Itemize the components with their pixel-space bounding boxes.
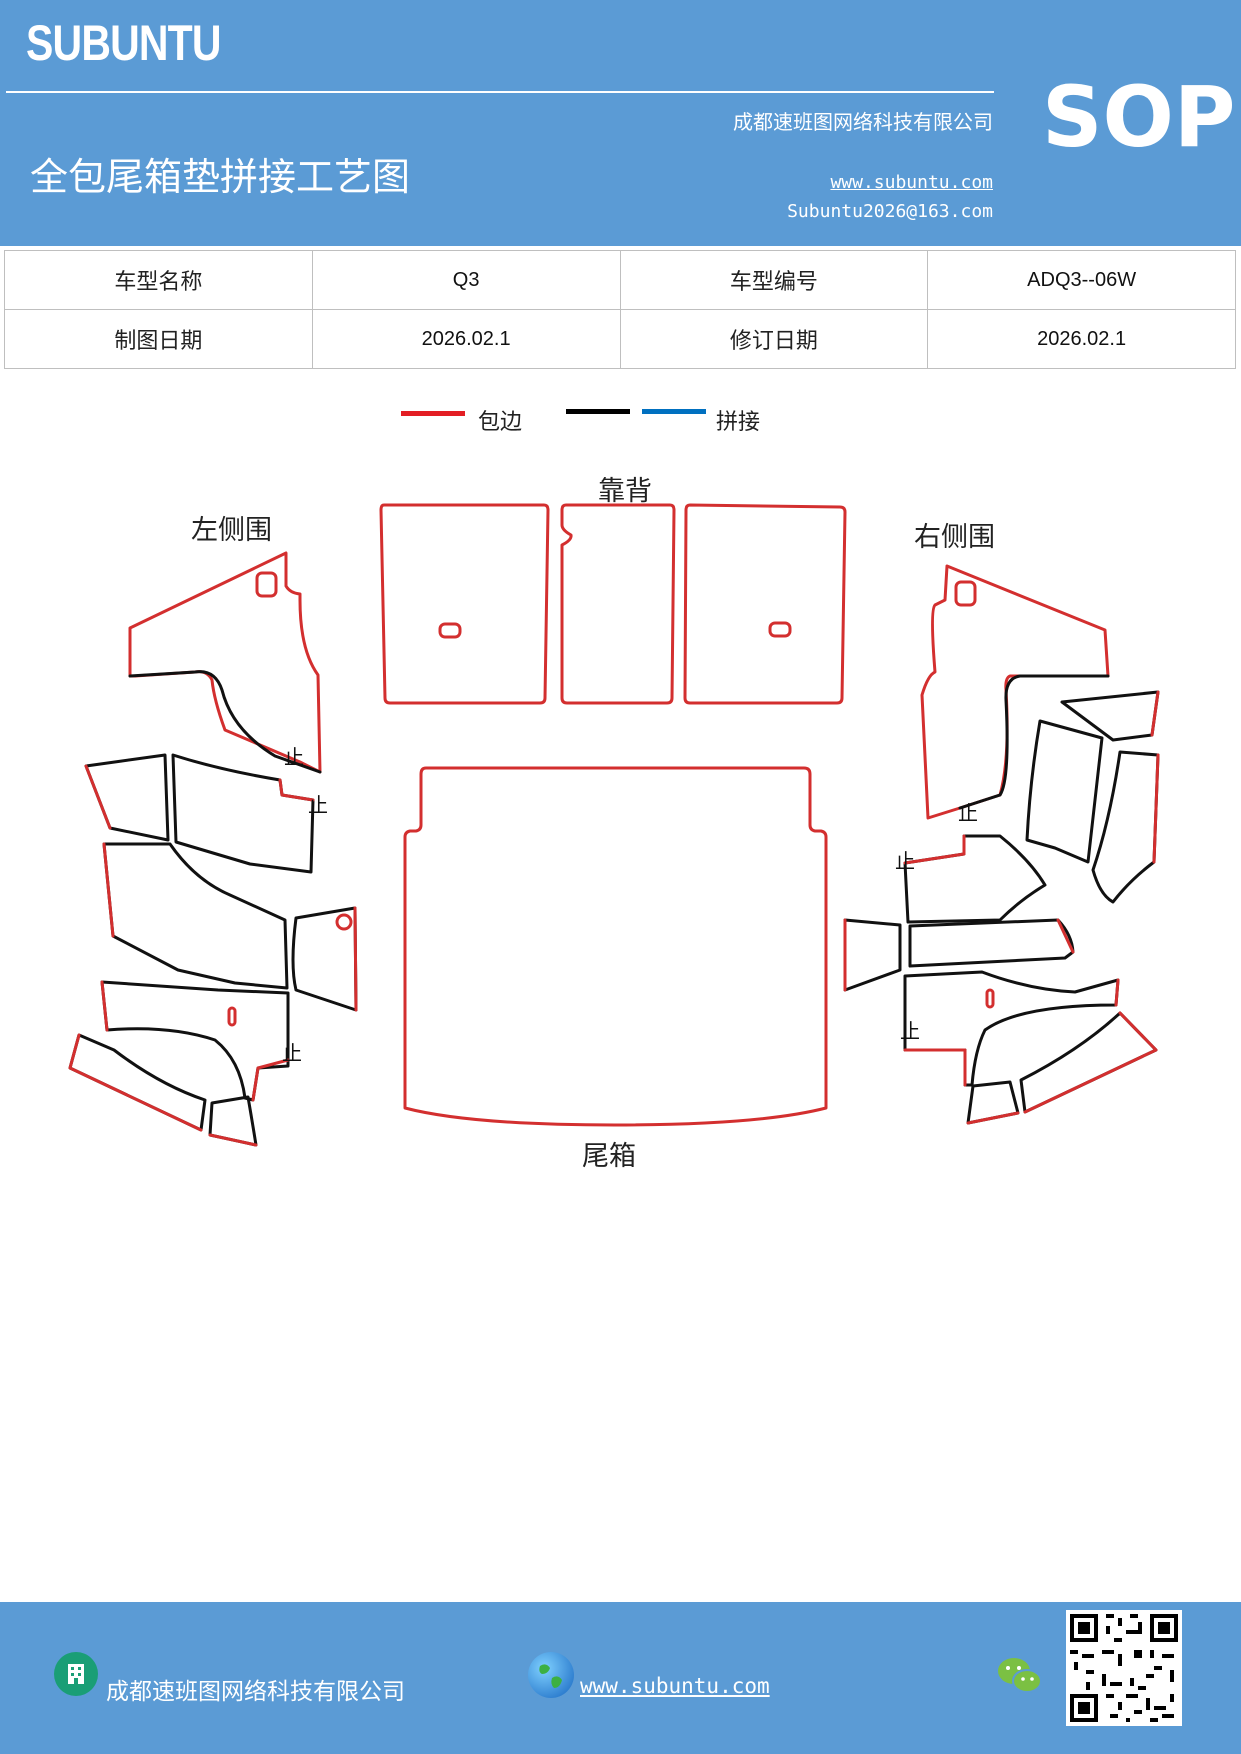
building-icon: [54, 1652, 98, 1696]
right-side-label: 右侧围: [914, 522, 995, 553]
right-side-bottom-long-edge: [1023, 1011, 1158, 1114]
right-side-piece-8: [903, 970, 1120, 1087]
left-side-bottom-long: [68, 1033, 207, 1132]
backrest-slot-left: [438, 622, 462, 639]
left-side-piece-4: [291, 906, 358, 1012]
left-side-piece-2a-edge: [84, 764, 112, 830]
legend-label-edge: 包边: [478, 410, 523, 435]
legend-swatch-seam: [642, 409, 706, 414]
header-email: Subuntu2026@163.com: [787, 201, 993, 222]
header-website-link[interactable]: www.subuntu.com: [830, 172, 993, 193]
backrest-label: 靠背: [598, 476, 652, 507]
stop-mark: 止: [958, 801, 978, 825]
wechat-icon[interactable]: [996, 1654, 1044, 1698]
left-side-piece-3-edge: [102, 842, 115, 938]
revision-date-value: 2026.02.1: [927, 309, 1236, 369]
backrest-slot-right: [768, 621, 792, 638]
stop-mark: 止: [900, 1019, 920, 1043]
table-row: 制图日期 2026.02.1 修订日期 2026.02.1: [4, 309, 1236, 369]
model-name-label: 车型名称: [4, 250, 313, 310]
right-side-piece-7: [908, 918, 1075, 968]
trunk-floor-panel: [403, 766, 828, 1127]
legend-swatch-black: [566, 409, 630, 414]
right-side-piece-5: [903, 834, 1047, 924]
right-side-panel-top-seam: [958, 674, 1110, 810]
right-side-piece-4-edge: [1152, 753, 1160, 864]
right-side-piece-4: [1091, 750, 1160, 904]
left-side-slot-vertical: [227, 1006, 237, 1027]
backrest-panel-right: [683, 503, 847, 705]
right-side-piece-3: [1025, 719, 1104, 864]
page-title: 全包尾箱垫拼接工艺图: [30, 155, 411, 199]
left-side-panel-top: [128, 551, 322, 774]
brand-logo: SUBUNTU: [26, 15, 222, 71]
qr-code: [1066, 1610, 1182, 1726]
table-row: 车型名称 Q3 车型编号 ADQ3--06W: [4, 250, 1236, 310]
right-side-bottom-small-edge: [966, 1111, 1020, 1125]
pattern-diagram: 止 止 止 止 止 止: [68, 503, 1160, 1147]
header-banner: SUBUNTU SOP 全包尾箱垫拼接工艺图 成都速班图网络科技有限公司 www…: [0, 0, 1241, 246]
right-side-hole: [954, 580, 977, 607]
legend-label-seam: 拼接: [716, 410, 761, 435]
left-side-round-hole: [335, 913, 353, 931]
right-side-piece-8-edge: [903, 978, 1120, 1087]
sop-label: SOP: [1042, 68, 1236, 166]
backrest-panel-left: [379, 503, 550, 705]
stop-mark: 止: [895, 849, 915, 873]
left-side-bottom-small-edge: [208, 1133, 258, 1147]
left-side-hole: [255, 571, 278, 598]
left-side-piece-4-edge: [353, 906, 358, 1012]
left-side-panel-top-seam: [128, 670, 322, 774]
revision-date-label: 修订日期: [619, 309, 929, 369]
trunk-label: 尾箱: [582, 1141, 636, 1172]
left-side-bottom-long-edge: [68, 1033, 203, 1132]
right-side-piece-6: [843, 918, 902, 992]
left-side-piece-2b: [171, 753, 315, 874]
header-company-name: 成都速班图网络科技有限公司: [733, 110, 993, 134]
right-side-slot-vertical: [985, 988, 995, 1009]
model-name-value: Q3: [311, 250, 621, 310]
info-table: 车型名称 Q3 车型编号 ADQ3--06W 制图日期 2026.02.1 修订…: [4, 250, 1236, 369]
draw-date-label: 制图日期: [4, 309, 313, 369]
left-side-piece-3: [102, 842, 289, 990]
draw-date-value: 2026.02.1: [311, 309, 621, 369]
left-side-label: 左侧围: [191, 515, 272, 546]
right-side-piece-7-edge: [1056, 918, 1075, 954]
footer-banner: 成都速班图网络科技有限公司 www.subuntu.com: [0, 1602, 1241, 1754]
left-side-piece-2b-edge: [278, 778, 315, 802]
left-side-piece-5: [100, 980, 290, 1102]
right-side-piece-2-edge: [1150, 690, 1160, 737]
right-side-piece-2: [1060, 690, 1160, 742]
stop-mark: 止: [308, 793, 328, 817]
stop-mark: 止: [284, 745, 304, 769]
footer-company-name: 成都速班图网络科技有限公司: [106, 1679, 405, 1705]
stop-mark: 止: [282, 1041, 302, 1065]
legend-swatch-edge: [401, 411, 465, 416]
globe-icon: [528, 1652, 574, 1698]
model-code-label: 车型编号: [619, 250, 929, 310]
right-side-piece-5-edge: [903, 834, 966, 865]
footer-website-link[interactable]: www.subuntu.com: [580, 1674, 770, 1698]
model-code-value: ADQ3--06W: [927, 250, 1236, 310]
header-divider: [6, 91, 994, 93]
left-side-piece-5-edge: [100, 980, 290, 1102]
backrest-panel-middle: [560, 503, 676, 705]
right-side-panel-top: [920, 564, 1110, 820]
